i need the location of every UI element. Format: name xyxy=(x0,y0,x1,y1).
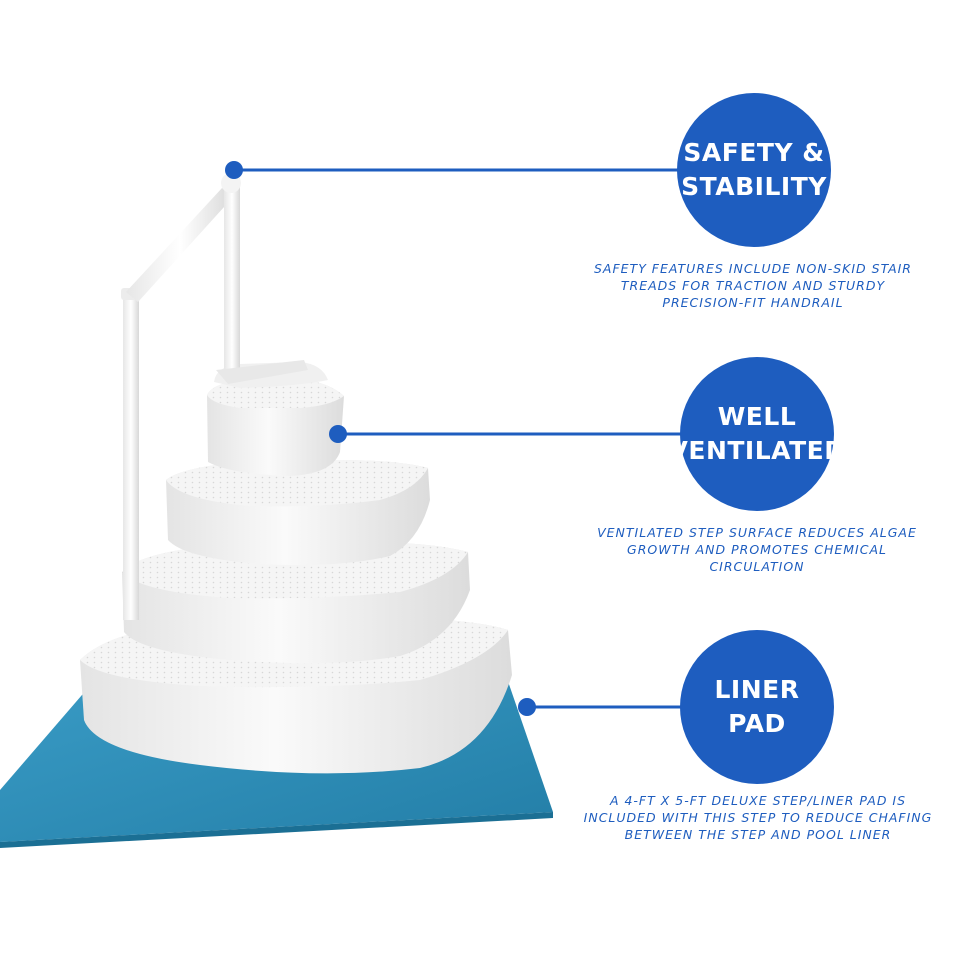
step-tier-3 xyxy=(166,460,430,565)
badge-title-line: SAFETY & xyxy=(683,138,825,168)
badge-title-line: VENTILATED xyxy=(668,436,846,465)
description-safety-stability: SAFETY FEATURES INCLUDE NON-SKID STAIR T… xyxy=(563,260,943,311)
badge-title-line: STABILITY xyxy=(681,172,827,201)
description-line: VENTILATED STEP SURFACE REDUCES ALGAE xyxy=(597,525,917,540)
description-line: TREADS FOR TRACTION AND STURDY xyxy=(620,278,886,293)
description-line: PRECISION-FIT HANDRAIL xyxy=(662,295,844,310)
badge-title-line: WELL xyxy=(717,402,797,432)
badge-safety-stability: SAFETY & STABILITY xyxy=(677,93,831,247)
description-line: INCLUDED WITH THIS STEP TO REDUCE CHAFIN… xyxy=(583,810,933,825)
badge-title-line: LINER xyxy=(714,675,800,705)
badge-liner-pad: LINER PAD xyxy=(680,630,834,784)
description-well-ventilated: VENTILATED STEP SURFACE REDUCES ALGAE GR… xyxy=(567,524,947,575)
badge-title-line: PAD xyxy=(728,709,786,738)
handrail xyxy=(121,173,308,620)
connector-dot-ventilated xyxy=(329,425,347,443)
description-line: SAFETY FEATURES INCLUDE NON-SKID STAIR xyxy=(593,261,912,276)
description-line: GROWTH AND PROMOTES CHEMICAL xyxy=(627,542,887,557)
description-line: CIRCULATION xyxy=(709,559,805,574)
liner-pad-edge xyxy=(0,812,553,848)
description-line: A 4-FT X 5-FT DELUXE STEP/LINER PAD IS xyxy=(609,793,907,808)
description-line: BETWEEN THE STEP AND POOL LINER xyxy=(624,827,892,842)
description-liner-pad: A 4-FT X 5-FT DELUXE STEP/LINER PAD IS I… xyxy=(560,792,956,843)
connector-dot-liner xyxy=(518,698,536,716)
connector-lines xyxy=(225,161,700,716)
connector-dot-safety xyxy=(225,161,243,179)
badge-well-ventilated: WELL VENTILATED xyxy=(669,357,845,511)
